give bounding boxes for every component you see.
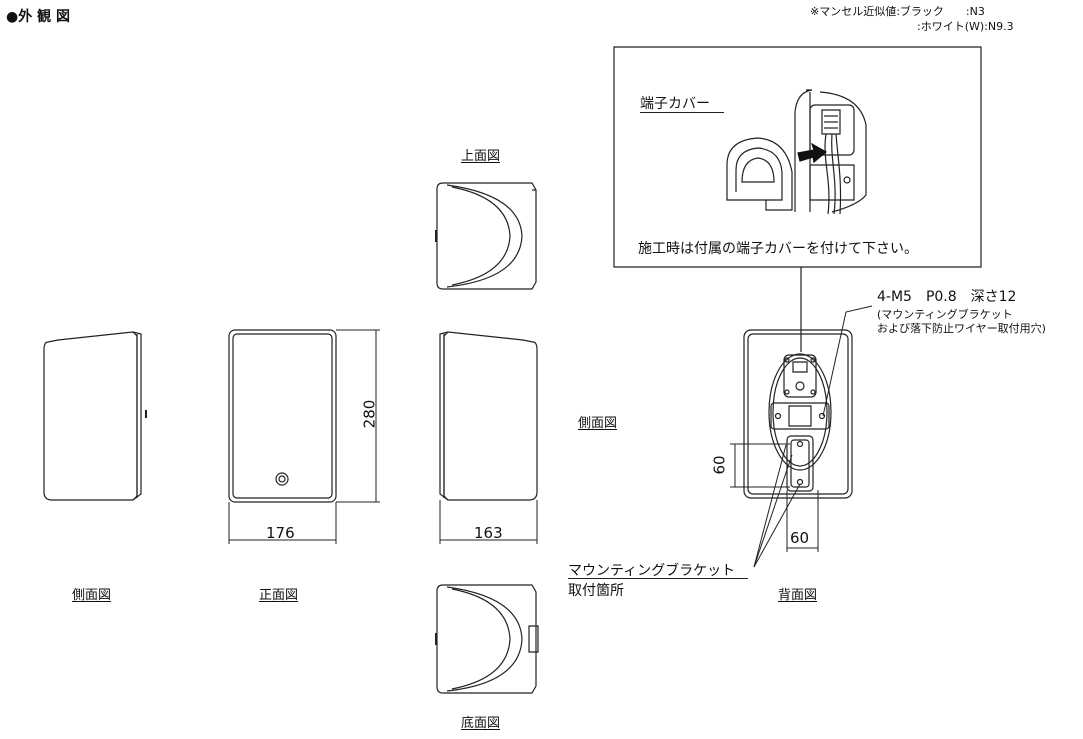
dimension-bracket-height: 60 <box>710 455 729 475</box>
top-view-drawing <box>436 183 536 289</box>
munsell-note-line1: ※マンセル近似値:ブラック :N3 <box>810 5 985 18</box>
terminal-cover-label: 端子カバー <box>640 96 710 112</box>
dimension-width: 176 <box>266 524 295 542</box>
front-view-drawing <box>229 330 336 502</box>
side-left-view-label: 側面図 <box>72 588 112 603</box>
bracket-note-line2: 取付箇所 <box>568 583 624 599</box>
dimension-lines <box>229 330 818 567</box>
side-right-view-label: 側面図 <box>578 416 618 431</box>
dimension-height: 280 <box>360 399 379 429</box>
back-view-drawing <box>744 330 852 498</box>
thread-note-sub1: (マウンティングブラケット <box>877 308 1013 321</box>
bracket-note-underline <box>568 578 748 579</box>
bottom-view-label: 底面図 <box>461 716 501 731</box>
thread-note: 4-M5 P0.8 深さ12 <box>877 289 1017 305</box>
side-right-view-drawing <box>440 332 537 500</box>
terminal-cover-drawing <box>727 138 792 210</box>
arrow-icon <box>798 144 826 162</box>
bottom-view-drawing <box>436 585 538 693</box>
top-view-label: 上面図 <box>461 149 501 164</box>
callout-instruction: 施工時は付属の端子カバーを付けて下さい。 <box>638 241 918 257</box>
dimension-depth: 163 <box>474 524 503 542</box>
callout-box <box>614 47 981 352</box>
side-left-view-drawing <box>44 332 146 500</box>
bracket-note-line1: マウンティングブラケット <box>568 563 736 579</box>
front-view-label: 正面図 <box>259 588 299 603</box>
back-view-label: 背面図 <box>778 588 818 603</box>
munsell-note-line2: :ホワイト(W):N9.3 <box>917 20 1014 33</box>
page-title: ●外 観 図 <box>6 9 70 25</box>
thread-note-sub2: および落下防止ワイヤー取付用穴) <box>877 322 1046 335</box>
terminal-cover-underline <box>640 112 724 113</box>
dimension-bracket-width: 60 <box>790 529 810 547</box>
thread-leader-line <box>823 306 872 416</box>
